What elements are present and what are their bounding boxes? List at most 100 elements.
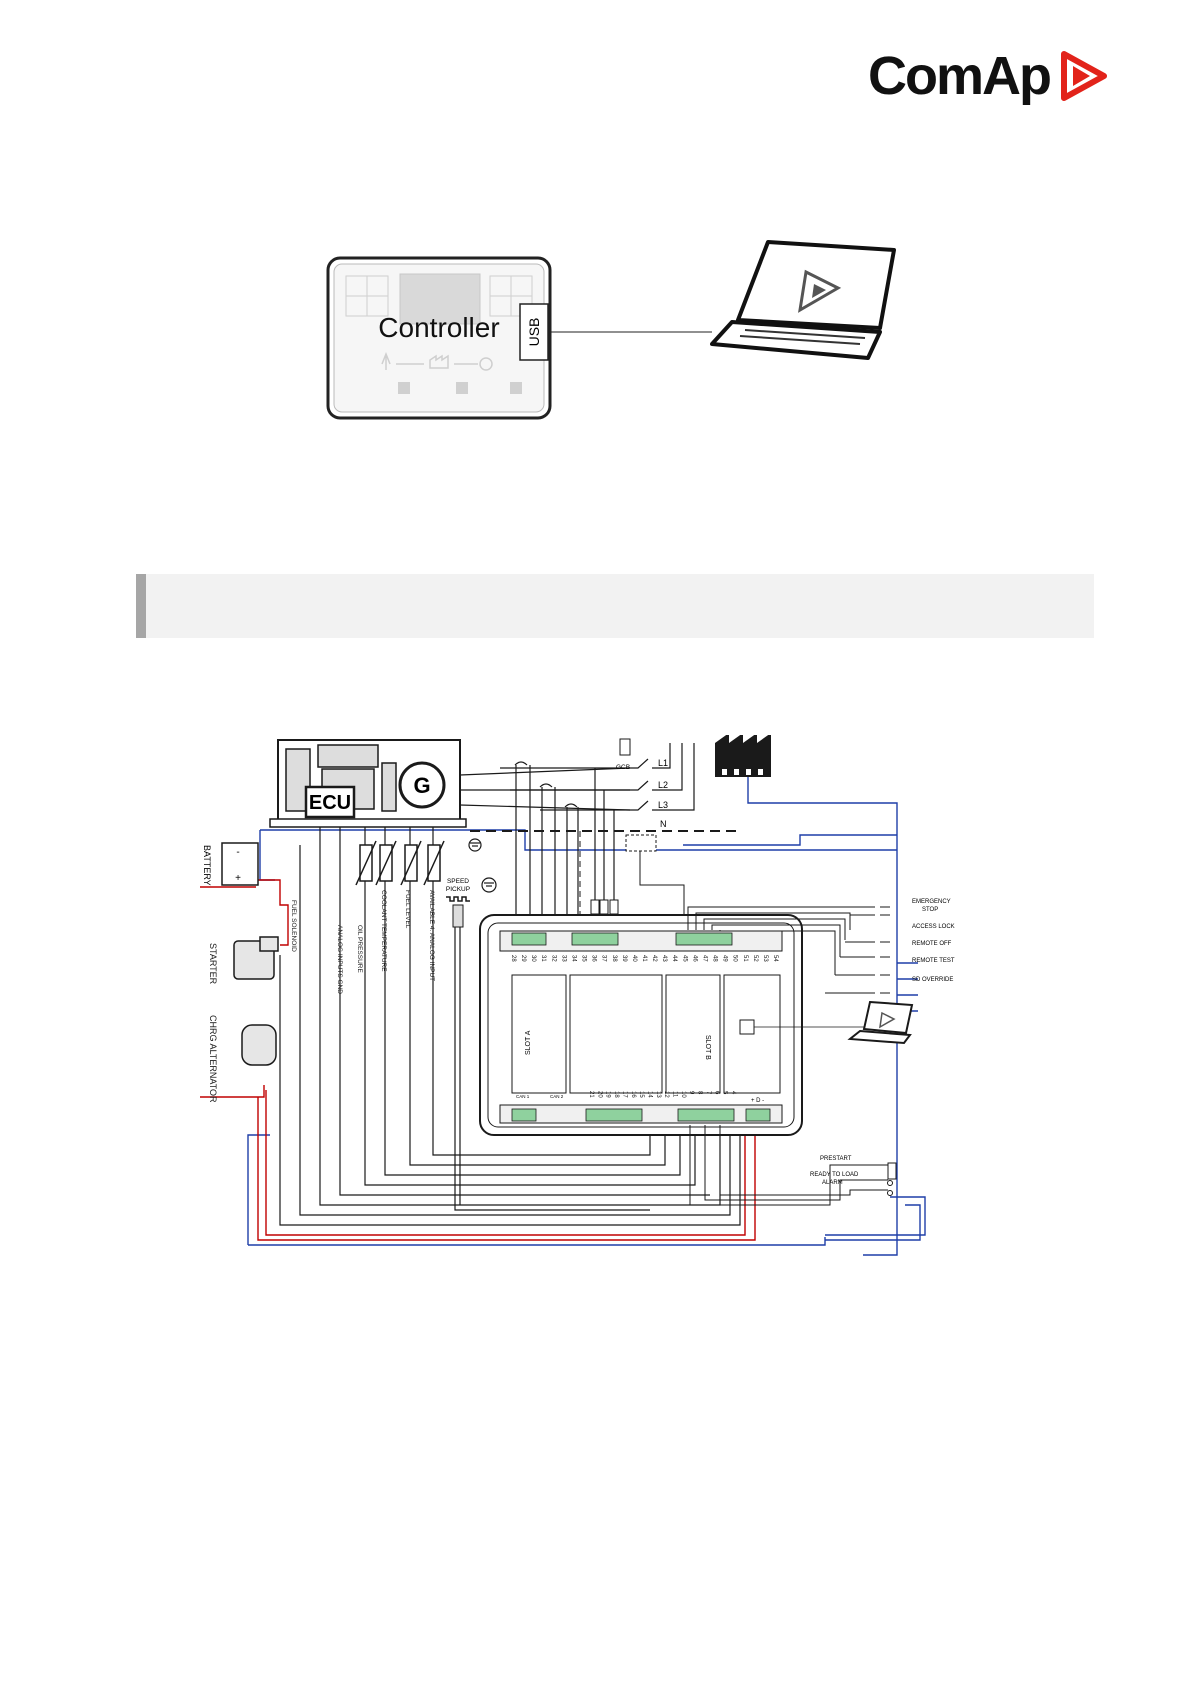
terminal-34: 34 <box>570 955 576 962</box>
svg-text:PICKUP: PICKUP <box>446 886 470 893</box>
terminal-4: 4 <box>730 1091 736 1095</box>
ground-icon <box>468 838 497 893</box>
terminal-12: 12 <box>663 1091 669 1098</box>
battery-plus: + <box>235 873 241 884</box>
small-laptop-icon <box>847 1000 914 1045</box>
terminal-48: 48 <box>712 955 718 962</box>
terminal-45: 45 <box>681 955 687 962</box>
terminal-16: 16 <box>630 1091 636 1098</box>
laptop-icon <box>710 240 896 360</box>
terminal-53: 53 <box>762 955 768 962</box>
terminal-6: 6 <box>713 1091 719 1095</box>
terminal-15: 15 <box>638 1091 644 1098</box>
terminal-41: 41 <box>641 955 647 962</box>
section-bar-accent <box>136 574 146 638</box>
svg-text:SLOT A: SLOT A <box>525 1030 532 1055</box>
terminal-54: 54 <box>772 955 778 962</box>
svg-text:EMERGENCY: EMERGENCY <box>912 899 951 905</box>
gcb-feedback <box>625 834 657 852</box>
phase-labels: L1 L2 L3 N GCB <box>616 758 668 829</box>
svg-text:CAN 2: CAN 2 <box>550 1094 564 1099</box>
starter-icon: STARTER <box>208 936 279 985</box>
svg-text:L2: L2 <box>658 780 668 790</box>
svg-text:ALARM: ALARM <box>822 1180 843 1186</box>
svg-text:REMOTE TEST: REMOTE TEST <box>912 958 955 964</box>
terminal-7: 7 <box>705 1091 711 1095</box>
blue-wiring <box>247 777 926 1256</box>
terminal-18: 18 <box>613 1091 619 1098</box>
terminal-49: 49 <box>722 955 728 962</box>
svg-text:READY TO LOAD: READY TO LOAD <box>810 1172 859 1178</box>
terminal-28: 28 <box>510 955 516 962</box>
terminal-31: 31 <box>540 955 546 962</box>
speed-pickup-icon: SPEED PICKUP <box>446 878 470 928</box>
chrg-alternator-label: CHRG ALTERNATOR <box>208 1015 218 1103</box>
battery-label: BATTERY <box>202 845 212 886</box>
terminal-38: 38 <box>611 955 617 962</box>
svg-text:N: N <box>660 819 667 829</box>
svg-text:CAN 1: CAN 1 <box>516 1094 530 1099</box>
terminal-52: 52 <box>752 955 758 962</box>
terminal-37: 37 <box>601 955 607 962</box>
comap-triangle-logo-icon <box>1061 51 1107 101</box>
terminal-8: 8 <box>697 1091 703 1095</box>
analog-input-label: AVAILABLE 4. ANALOG INPUT <box>428 890 435 981</box>
svg-text:SD OVERRIDE: SD OVERRIDE <box>912 977 953 983</box>
section-header-bar <box>136 574 1094 638</box>
usb-connection-diagram: Controller USB <box>326 240 896 420</box>
usb-port-rear <box>739 1019 755 1035</box>
terminal-42: 42 <box>651 955 657 962</box>
terminal-9: 9 <box>688 1091 694 1095</box>
battery-icon: - + BATTERY <box>202 842 259 886</box>
svg-text:SPEED: SPEED <box>447 878 469 885</box>
svg-text:ACCESS LOCK: ACCESS LOCK <box>912 924 955 930</box>
svg-text:REMOTE OFF: REMOTE OFF <box>912 941 952 947</box>
terminal-32: 32 <box>550 955 556 962</box>
wiring-diagram: G ECU FUEL SOLENOID ANALOG INPUTS GND OI… <box>200 735 955 1256</box>
usb-port-label: USB <box>526 318 542 347</box>
usb-port <box>519 303 549 361</box>
ecu-label: ECU <box>309 792 351 814</box>
terminal-19: 19 <box>605 1091 611 1098</box>
controller-display <box>399 273 481 325</box>
svg-text:SLOT B: SLOT B <box>704 1035 711 1060</box>
generator-label: G <box>413 773 430 798</box>
terminal-5: 5 <box>722 1091 728 1095</box>
alternator-icon: CHRG ALTERNATOR <box>208 1015 277 1103</box>
analog-sensors <box>355 840 445 886</box>
terminal-40: 40 <box>631 955 637 962</box>
terminal-21: 21 <box>588 1091 594 1098</box>
terminal-36: 36 <box>591 955 597 962</box>
terminal-33: 33 <box>560 955 566 962</box>
battery-minus: - <box>236 847 239 858</box>
svg-text:STOP: STOP <box>922 907 938 913</box>
binary-input-switches <box>687 906 890 994</box>
genset-icon: G ECU <box>269 739 467 828</box>
power-lines <box>459 743 695 930</box>
analog-gnd-label: ANALOG INPUTS GND <box>336 925 343 994</box>
terminal-30: 30 <box>530 955 536 962</box>
svg-text:L3: L3 <box>658 800 668 810</box>
fuel-solenoid-label: FUEL SOLENOID <box>290 900 297 952</box>
terminal-44: 44 <box>671 955 677 962</box>
terminal-43: 43 <box>661 955 667 962</box>
oil-pressure-label: OIL PRESSURE <box>356 925 363 973</box>
svg-text:PRESTART: PRESTART <box>820 1156 852 1162</box>
gcb-coil <box>619 738 631 756</box>
terminal-11: 11 <box>672 1091 678 1098</box>
mains-factory-icon <box>715 735 771 777</box>
output-labels: PRESTART READY TO LOAD ALARM <box>810 1156 859 1186</box>
terminal-35: 35 <box>581 955 587 962</box>
binary-outputs <box>689 1125 897 1206</box>
svg-text:+ D -: + D - <box>751 1098 764 1104</box>
fuel-level-label: FUEL LEVEL <box>404 890 411 929</box>
terminal-50: 50 <box>732 955 738 962</box>
terminal-13: 13 <box>655 1091 661 1098</box>
terminal-17: 17 <box>621 1091 627 1098</box>
terminal-29: 29 <box>520 955 526 962</box>
terminal-20: 20 <box>596 1091 602 1098</box>
terminal-blocks <box>511 932 771 1122</box>
starter-label: STARTER <box>208 943 218 985</box>
controller-label: Controller <box>378 312 499 343</box>
